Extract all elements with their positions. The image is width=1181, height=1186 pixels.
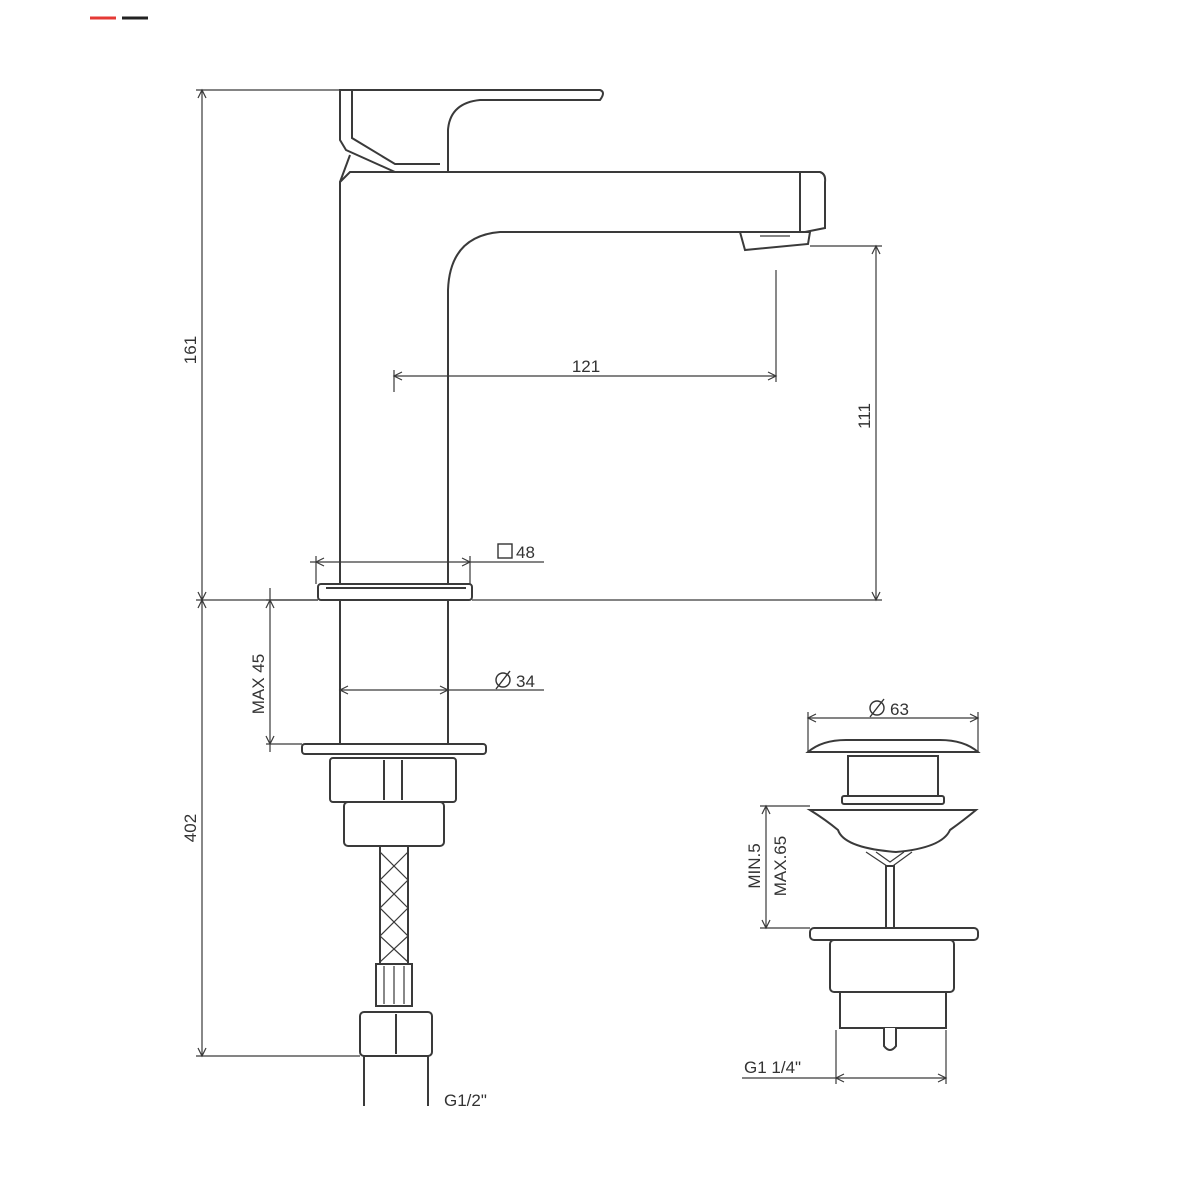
waste-thread: [839, 991, 947, 1029]
dim-arrows: [834, 1073, 948, 1083]
dim-arrows: [392, 371, 778, 381]
lever-joint: [339, 154, 351, 183]
label-121: 121: [572, 357, 600, 376]
label-min5: MIN.5: [745, 843, 764, 888]
label-g114: G1 1/4": [744, 1058, 801, 1077]
braided-hose: [375, 845, 413, 1007]
hose-sleeve: [379, 845, 409, 965]
waste-body: [829, 939, 955, 993]
base-flange: [317, 583, 473, 601]
dim-arrows: [197, 598, 207, 1058]
label-48: 48: [516, 543, 535, 562]
shank-assembly: [301, 600, 487, 1106]
diameter-icon: [869, 698, 885, 718]
dim-arrows: [265, 598, 275, 746]
label-111: 111: [855, 403, 874, 429]
mounting-washer: [301, 743, 487, 755]
square-icon: [497, 543, 513, 559]
diameter-icon: [495, 670, 511, 690]
dim-arrows: [761, 804, 771, 930]
dim-arrows: [314, 557, 472, 567]
dim-arrows: [806, 713, 980, 723]
dim-arrows: [871, 244, 881, 602]
hose-braid: [379, 851, 409, 963]
label-63: 63: [890, 700, 909, 719]
dim-arrows: [338, 685, 450, 695]
lever-inner-line: [351, 90, 440, 165]
nut-lower: [343, 801, 445, 847]
label-34: 34: [516, 672, 535, 691]
waste-cap: [805, 739, 981, 753]
faucet-spout: [339, 171, 827, 585]
waste-lower-flange: [809, 927, 979, 941]
dimension-labels: 161 121 111 48 MAX 45 34 402 G1/2" 63 MI…: [181, 336, 909, 1110]
waste-tail: [883, 1028, 897, 1051]
aerator: [738, 231, 812, 252]
waste-assembly: [742, 712, 981, 1084]
waste-rod: [885, 865, 895, 929]
cap-seal: [841, 795, 945, 805]
cap-stem: [847, 755, 939, 797]
fixing-nut: [329, 757, 457, 803]
label-402: 402: [181, 814, 200, 842]
label-max45: MAX 45: [249, 654, 268, 714]
faucet-body: [317, 89, 827, 601]
label-g12: G1/2": [444, 1091, 487, 1110]
dimension-lines: [196, 88, 882, 1058]
label-max65: MAX.65: [771, 836, 790, 896]
waste-flange: [806, 809, 979, 854]
label-161: 161: [181, 336, 200, 364]
lever-handle: [339, 89, 604, 173]
